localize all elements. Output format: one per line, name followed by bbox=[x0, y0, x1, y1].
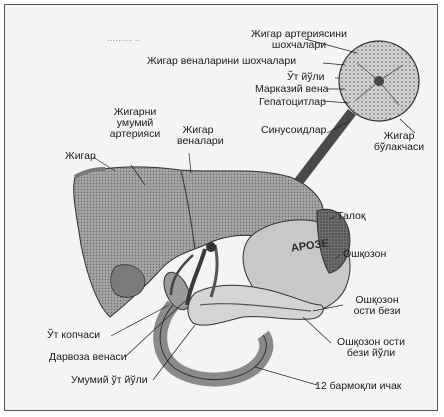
label-bile-duct: Ўт йўли bbox=[287, 72, 325, 83]
label-hepatic-artery-branches: Жигар артериясини шохчалари bbox=[237, 29, 361, 51]
label-portal-vein: Дарвоза венаси bbox=[49, 352, 127, 363]
label-stomach: Ошқозон bbox=[343, 249, 386, 260]
label-common-bile-duct: Умумий ўт йўли bbox=[71, 375, 148, 386]
label-liver-lobule: Жигар бўлакчаси bbox=[369, 131, 429, 153]
label-central-vein: Марказий вена bbox=[255, 84, 329, 95]
label-spleen: Талоқ bbox=[337, 211, 365, 222]
label-common-hepatic-artery: Жигарни умумий артерияси bbox=[105, 107, 165, 140]
liver-lobule-shape bbox=[339, 41, 419, 121]
label-pancreatic-duct: Ошқозон ости бези йўли bbox=[327, 337, 415, 359]
label-hepatic-vein-branches: Жигар веналарини шохчалари bbox=[147, 56, 296, 67]
label-liver: Жигар bbox=[65, 151, 96, 162]
label-sinusoids: Синусоидлар bbox=[261, 125, 326, 136]
anatomy-figure: ......... .. Жигар артериясини шохчалари… bbox=[4, 4, 438, 411]
label-gallbladder: Ўт копчаси bbox=[47, 330, 100, 341]
label-hepatocytes: Гепатоцитлар bbox=[259, 97, 326, 108]
faint-caption: ......... .. bbox=[107, 33, 140, 44]
label-duodenum: 12 бармоқли ичак bbox=[315, 381, 401, 392]
label-liver-veins: Жигар веналари bbox=[177, 125, 219, 147]
label-pancreas: Ошқозон ости бези bbox=[345, 295, 409, 317]
